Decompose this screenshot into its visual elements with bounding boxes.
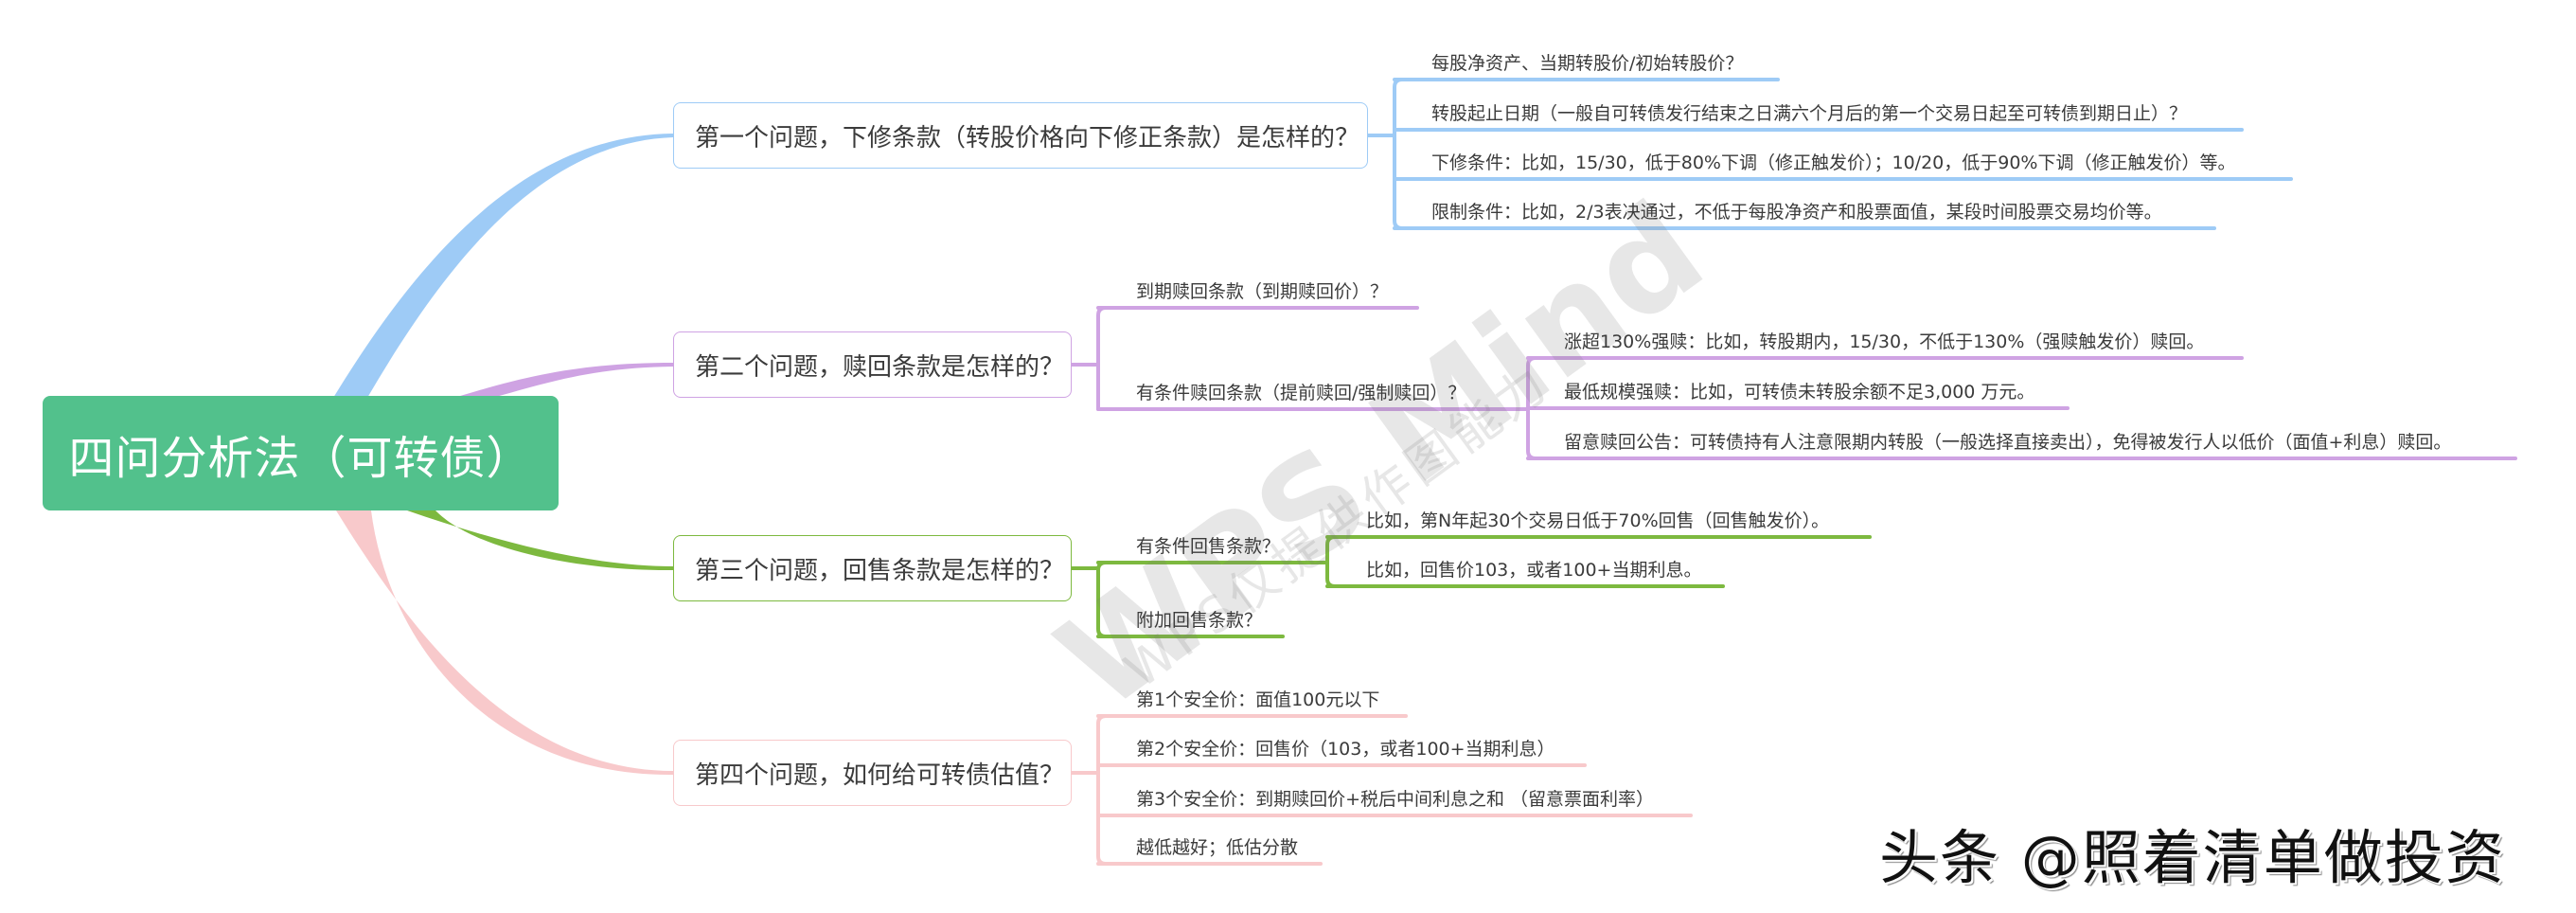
root-topic[interactable]: 四问分析法（可转债） <box>43 396 559 510</box>
root-link-4 <box>336 510 673 776</box>
subtopic-4-3[interactable]: 第3个安全价：到期赎回价+税后中间利息之和 （留意票面利率） <box>1136 789 1655 810</box>
subtopic-2-1[interactable]: 到期赎回条款（到期赎回价）？ <box>1136 281 1389 302</box>
subtopic-4-2[interactable]: 第2个安全价：回售价（103，或者100+当期利息） <box>1136 739 1555 760</box>
source-credit: 头条 @照着清单做投资 <box>1879 823 2506 892</box>
subtopic-4-4[interactable]: 越低越好；低估分散 <box>1136 837 1299 858</box>
subtopic-3-1-2[interactable]: 比如，回售价103，或者100+当期利息。 <box>1366 560 1702 581</box>
topic-label: 第四个问题，如何给可转债估值？ <box>695 761 1065 790</box>
subtopic-2-2-3[interactable]: 留意赎回公告：可转债持有人注意限期内转股（一般选择直接卖出），免得被发行人以低价… <box>1564 432 2452 453</box>
subtopic-2-2-2[interactable]: 最低规模强赎：比如，可转债未转股余额不足3,000 万元。 <box>1564 382 2035 403</box>
subtopic-3-1-1[interactable]: 比如，第N年起30个交易日低于70%回售（回售触发价）。 <box>1366 510 1830 531</box>
root-link-1 <box>333 134 673 398</box>
subtopic-3-1[interactable]: 有条件回售条款？ <box>1136 536 1281 557</box>
root-link-2 <box>454 363 673 398</box>
topic-question-3[interactable]: 第三个问题，回售条款是怎样的？ <box>673 535 1072 601</box>
topic-label: 第一个问题，下修条款（转股价格向下修正条款）是怎样的？ <box>695 123 1360 152</box>
root-title: 四问分析法（可转债） <box>68 431 533 485</box>
subtopic-1-2[interactable]: 转股起止日期（一般自可转债发行结束之日满六个月后的第一个交易日起至可转债到期日止… <box>1431 103 2188 124</box>
topic-question-1[interactable]: 第一个问题，下修条款（转股价格向下修正条款）是怎样的？ <box>673 102 1368 169</box>
subtopic-2-2[interactable]: 有条件赎回条款（提前赎回/强制赎回）？ <box>1136 383 1466 403</box>
topic-question-4[interactable]: 第四个问题，如何给可转债估值？ <box>673 740 1072 806</box>
subtopic-4-1[interactable]: 第1个安全价：面值100元以下 <box>1136 689 1380 710</box>
subtopic-3-2[interactable]: 附加回售条款？ <box>1136 610 1263 631</box>
subtopic-1-3[interactable]: 下修条件：比如，15/30，低于80%下调（修正触发价）；10/20，低于90%… <box>1431 152 2236 173</box>
topic-label: 第二个问题，赎回条款是怎样的？ <box>695 352 1065 382</box>
topic-question-2[interactable]: 第二个问题，赎回条款是怎样的？ <box>673 331 1072 398</box>
topic-label: 第三个问题，回售条款是怎样的？ <box>695 556 1065 585</box>
subtopic-1-1[interactable]: 每股净资产、当期转股价/初始转股价？ <box>1431 53 1744 74</box>
subtopic-1-4[interactable]: 限制条件：比如，2/3表决通过，不低于每股净资产和股票面值，某段时间股票交易均价… <box>1431 202 2162 223</box>
root-link-3 <box>407 510 673 571</box>
subtopic-2-2-1[interactable]: 涨超130%强赎：比如，转股期内，15/30，不低于130%（强赎触发价）赎回。 <box>1564 331 2205 352</box>
